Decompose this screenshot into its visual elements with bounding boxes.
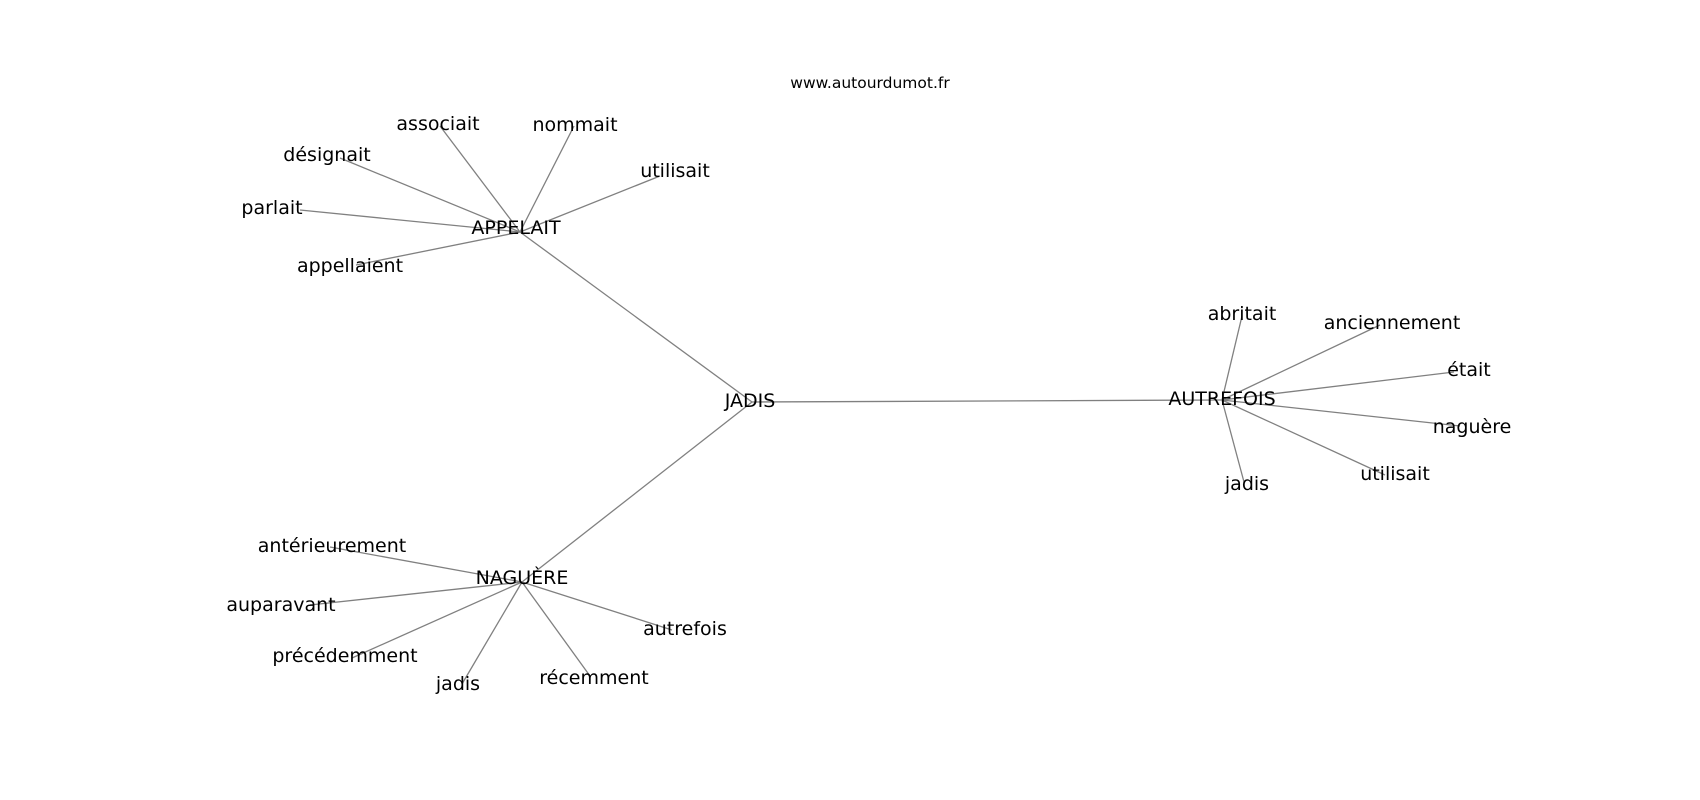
edge-appelait-utilisait — [519, 175, 661, 233]
leaf-node-autrefois-naguere[interactable]: naguère — [1433, 416, 1512, 438]
leaf-node-autrefois-abritait[interactable]: abritait — [1208, 303, 1277, 325]
edge-naguere-autrefois — [521, 581, 673, 631]
leaf-node-naguere-precedemment[interactable]: précédemment — [272, 645, 417, 667]
edge-autrefois-abritait — [1221, 315, 1243, 401]
leaf-node-naguere-auparavant[interactable]: auparavant — [226, 594, 335, 616]
leaf-node-autrefois-utilisait[interactable]: utilisait — [1360, 463, 1430, 485]
edge-center-naguere — [521, 401, 753, 583]
edge-naguere-anterieurement — [329, 546, 523, 583]
edge-autrefois-anciennement — [1221, 324, 1381, 401]
leaf-node-naguere-anterieurement[interactable]: antérieurement — [258, 535, 406, 557]
edge-center-appelait — [519, 231, 753, 403]
leaf-node-naguere-autrefois[interactable]: autrefois — [643, 618, 727, 640]
edge-autrefois-utilisait — [1221, 399, 1386, 476]
graph-labels: JADIS APPELAIT AUTREFOIS NAGUÈRE associait no… — [226, 113, 1511, 695]
leaf-node-autrefois-jadis[interactable]: jadis — [1224, 473, 1269, 495]
hub-node-appelait[interactable]: APPELAIT — [471, 217, 561, 239]
edge-autrefois-jadis — [1221, 399, 1245, 483]
edge-appelait-appellaient — [355, 231, 521, 266]
site-url: www.autourdumot.fr — [790, 74, 950, 92]
edge-appelait-associait — [439, 125, 521, 233]
leaf-node-appelait-nommait[interactable]: nommait — [532, 114, 617, 136]
leaf-node-autrefois-etait[interactable]: était — [1447, 359, 1491, 381]
edge-appelait-designait — [339, 157, 521, 233]
center-node-label[interactable]: JADIS — [724, 390, 776, 412]
edge-naguere-recemment — [521, 581, 591, 677]
leaf-node-naguere-jadis[interactable]: jadis — [435, 673, 480, 695]
leaf-node-appelait-parlait[interactable]: parlait — [241, 197, 302, 219]
hub-node-autrefois[interactable]: AUTREFOIS — [1168, 388, 1275, 410]
leaf-node-autrefois-anciennement[interactable]: anciennement — [1324, 312, 1461, 334]
edge-autrefois-naguere — [1221, 399, 1461, 427]
leaf-node-appelait-associait[interactable]: associait — [396, 113, 479, 135]
edge-naguere-precedemment — [351, 581, 523, 659]
edge-naguere-auparavant — [309, 581, 523, 606]
hub-node-naguere[interactable]: NAGUÈRE — [476, 566, 569, 589]
leaf-node-appelait-designait[interactable]: désignait — [283, 144, 370, 166]
leaf-node-appelait-appellaient[interactable]: appellaient — [297, 255, 403, 277]
edge-center-autrefois — [751, 399, 1223, 403]
edge-naguere-jadis — [461, 581, 523, 685]
edge-appelait-nommait — [519, 125, 575, 233]
leaf-node-naguere-recemment[interactable]: récemment — [539, 667, 648, 689]
graph-edges — [299, 125, 1461, 685]
leaf-node-appelait-utilisait[interactable]: utilisait — [640, 160, 710, 182]
edge-appelait-parlait — [299, 209, 521, 233]
edge-autrefois-etait — [1221, 371, 1455, 401]
